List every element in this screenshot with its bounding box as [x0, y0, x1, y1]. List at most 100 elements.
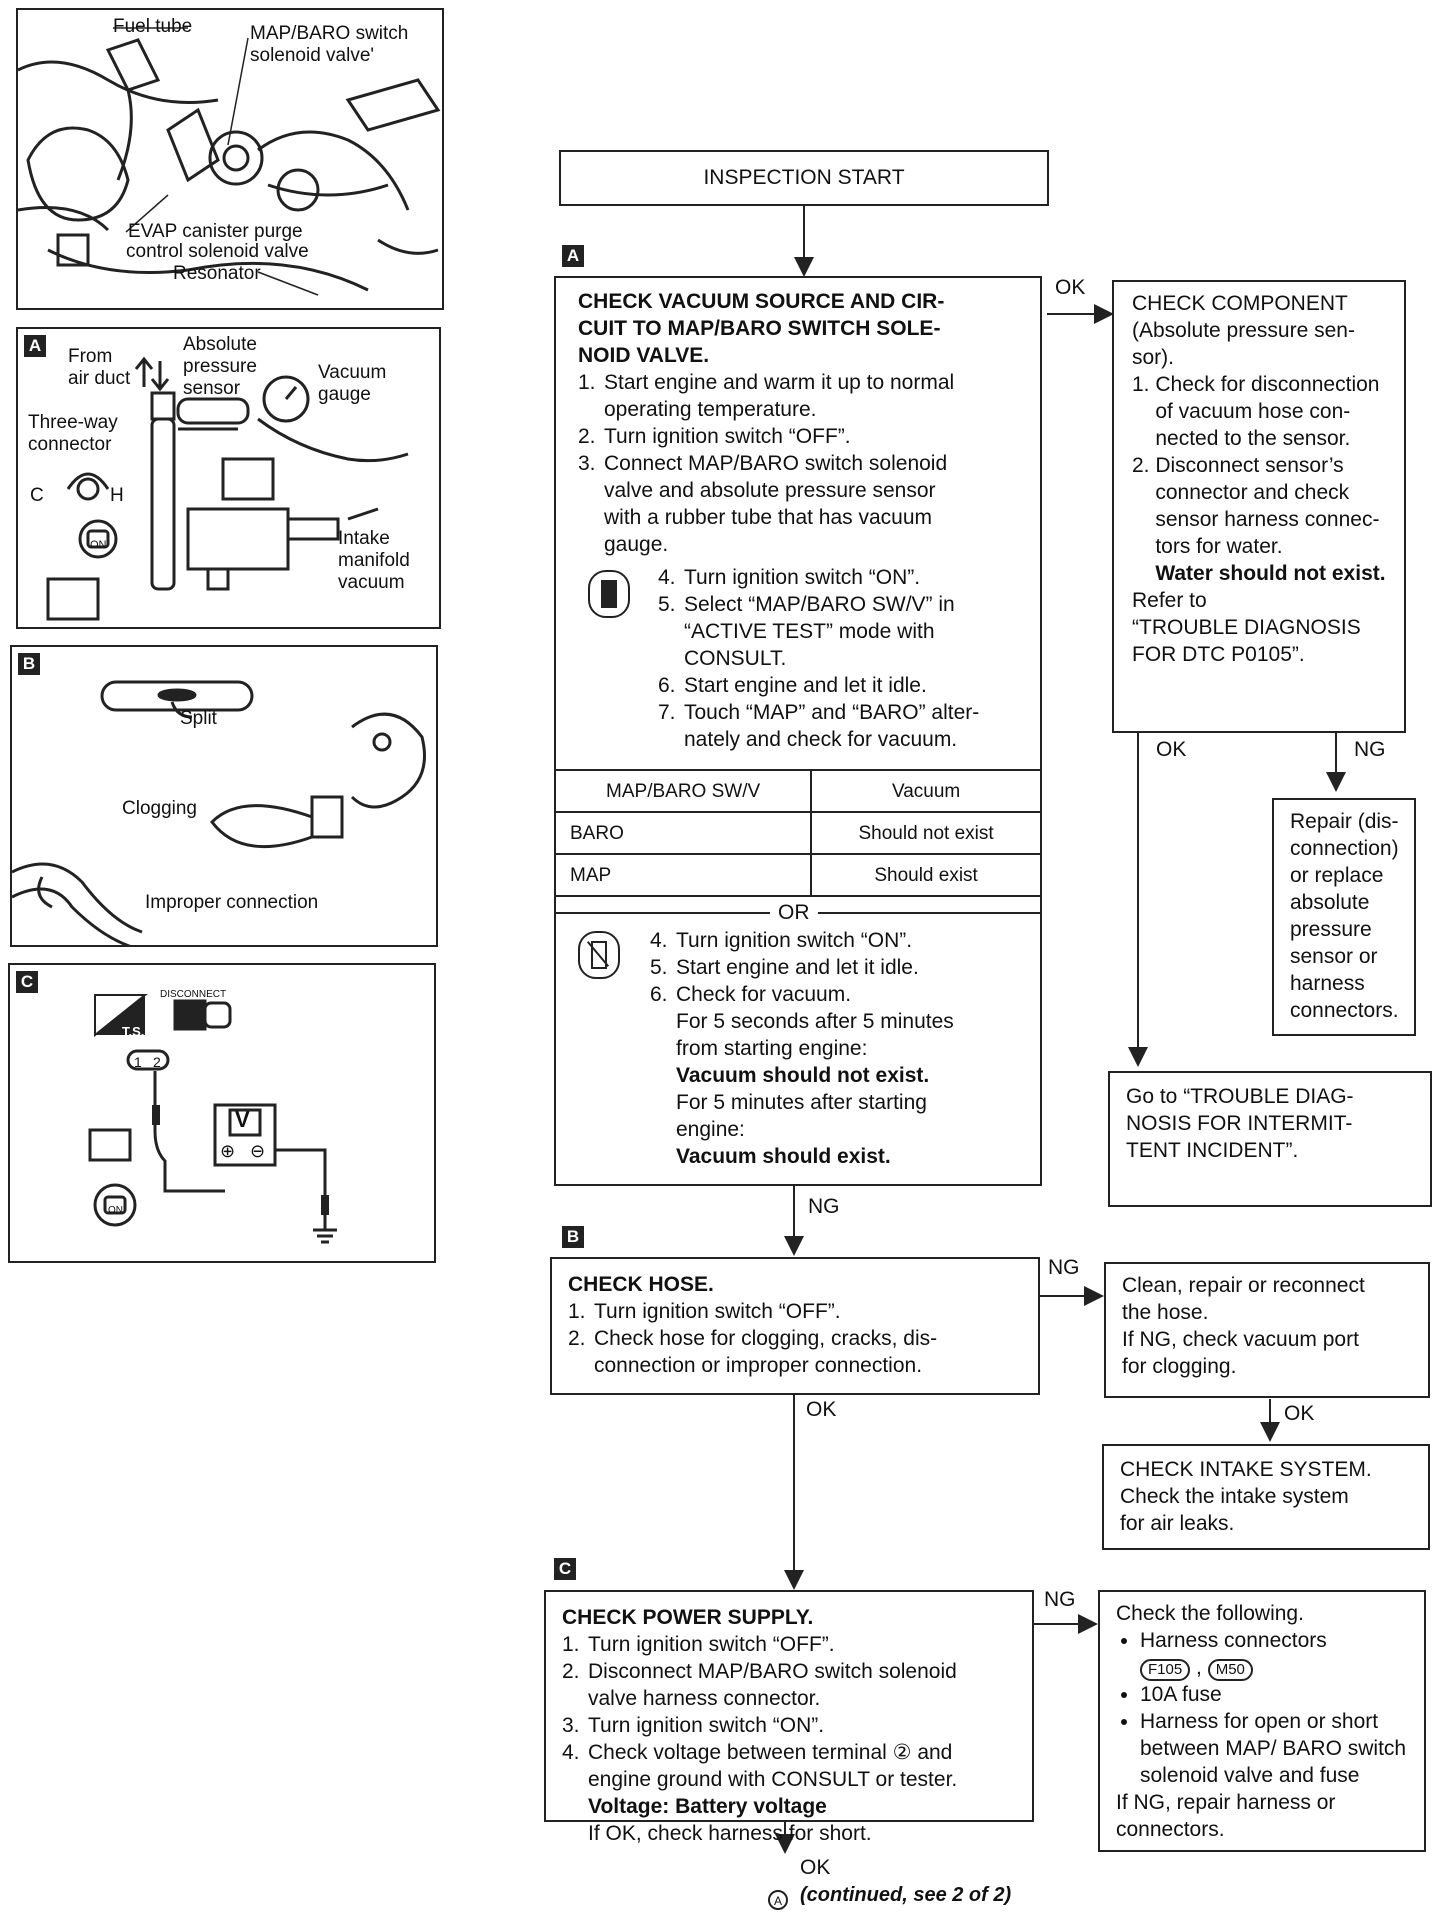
check-vacuum-steps-3: 4.Turn ignition switch “ON”.5.Start engi…: [650, 927, 1040, 1170]
step-number: [568, 1352, 594, 1379]
procedure-step: valve harness connector.: [562, 1685, 1022, 1712]
check-following-footer-2: connectors.: [1116, 1816, 1414, 1843]
ng-label-component: NG: [1354, 738, 1386, 762]
step-number: 4.: [658, 564, 684, 591]
step-number: 6.: [650, 981, 676, 1008]
step-text: engine:: [676, 1116, 745, 1143]
step-number: [650, 1089, 676, 1116]
procedure-step: 7.Touch “MAP” and “BARO” alter-: [658, 699, 1026, 726]
procedure-step: 6.Check for vacuum.: [650, 981, 1040, 1008]
step-text: Touch “MAP” and “BARO” alter-: [684, 699, 979, 726]
procedure-step: with a rubber tube that has vacuum: [578, 504, 1026, 531]
procedure-step: 5.Start engine and let it idle.: [650, 954, 1040, 981]
step-text: For 5 seconds after 5 minutes: [676, 1008, 954, 1035]
procedure-step: 6.Start engine and let it idle.: [658, 672, 1026, 699]
table-row: MAP Should exist: [556, 854, 1040, 896]
procedure-step: from starting engine:: [650, 1035, 1040, 1062]
text-line: Repair (dis-: [1290, 808, 1414, 835]
check-hose-box: CHECK HOSE. 1.Turn ignition switch “OFF”…: [550, 1257, 1040, 1395]
step-text: “ACTIVE TEST” mode with: [684, 618, 935, 645]
step-text: Start engine and let it idle.: [676, 954, 919, 981]
procedure-step: 5.Select “MAP/BARO SW/V” in: [658, 591, 1026, 618]
check-intake-box: CHECK INTAKE SYSTEM.Check the intake sys…: [1102, 1444, 1430, 1550]
or-label: OR: [770, 899, 818, 926]
text-line: Check the intake system: [1120, 1483, 1428, 1510]
step-text: engine ground with CONSULT or tester.: [588, 1766, 957, 1793]
procedure-step: engine:: [650, 1116, 1040, 1143]
map-baro-table-wrap: MAP/BARO SW/V Vacuum BARO Should not exi…: [556, 769, 1040, 897]
table-cell: BARO: [556, 812, 811, 854]
step-number: [562, 1766, 588, 1793]
text-line: NOSIS FOR INTERMIT-: [1126, 1110, 1430, 1137]
check-following-list: Harness connectors F105 , M50 10A fuse H…: [1116, 1627, 1414, 1789]
text-line: sensor harness connec-: [1132, 506, 1394, 533]
table-cell: Should exist: [811, 854, 1040, 896]
step-number: 6.: [658, 672, 684, 699]
continuation-connector: A: [768, 1890, 788, 1910]
check-intake-content: CHECK INTAKE SYSTEM.Check the intake sys…: [1120, 1456, 1428, 1537]
table-header-cell: Vacuum: [811, 771, 1040, 812]
step-number: [578, 504, 604, 531]
procedure-step: 3.Connect MAP/BARO switch solenoid: [578, 450, 1026, 477]
step-text: Turn ignition switch “OFF”.: [594, 1298, 841, 1325]
procedure-step: If OK, check harness for short.: [562, 1820, 1022, 1847]
step-text: CONSULT.: [684, 645, 786, 672]
check-vacuum-title-1: CHECK VACUUM SOURCE AND CIR-: [578, 288, 1026, 315]
text-line: (Absolute pressure sen-: [1132, 317, 1394, 344]
ng-label-a: NG: [808, 1195, 840, 1219]
step-text: Start engine and warm it up to normal: [604, 369, 954, 396]
step-text: Check voltage between terminal ② and: [588, 1739, 952, 1766]
clean-hose-content: Clean, repair or reconnectthe hose.If NG…: [1122, 1272, 1428, 1380]
procedure-step: 3.Turn ignition switch “ON”.: [562, 1712, 1022, 1739]
step-text: from starting engine:: [676, 1035, 867, 1062]
ok-label-component: OK: [1156, 738, 1186, 762]
step-number: [578, 396, 604, 423]
step-text: Check hose for clogging, cracks, dis-: [594, 1325, 937, 1352]
check-vacuum-steps-2: 4.Turn ignition switch “ON”.5.Select “MA…: [658, 564, 1026, 753]
step-text: Turn ignition switch “OFF”.: [588, 1631, 835, 1658]
text-line: for air leaks.: [1120, 1510, 1428, 1537]
ok-label-a: OK: [1055, 276, 1085, 300]
procedure-step: Vacuum should not exist.: [650, 1062, 1040, 1089]
text-line: Refer to: [1132, 587, 1394, 614]
step-text: valve and absolute pressure sensor: [604, 477, 936, 504]
step-number: 1.: [568, 1298, 594, 1325]
step-text: Vacuum should exist.: [676, 1143, 891, 1170]
check-vacuum-title-2: CUIT TO MAP/BARO SWITCH SOLE-: [578, 315, 1026, 342]
procedure-step: nately and check for vacuum.: [658, 726, 1026, 753]
text-line: for clogging.: [1122, 1353, 1428, 1380]
ok-label-b: OK: [806, 1398, 836, 1422]
step-text: Voltage: Battery voltage: [588, 1793, 827, 1820]
step-number: 1.: [578, 369, 604, 396]
step-text: If OK, check harness for short.: [588, 1820, 872, 1847]
non-consult-procedure: 4.Turn ignition switch “ON”.5.Start engi…: [556, 927, 1040, 1170]
step-number: 5.: [658, 591, 684, 618]
step-text: with a rubber tube that has vacuum: [604, 504, 932, 531]
step-number: 3.: [578, 450, 604, 477]
continued-note: (continued, see 2 of 2): [800, 1884, 1011, 1907]
procedure-step: Voltage: Battery voltage: [562, 1793, 1022, 1820]
list-item-text: 10A fuse: [1140, 1683, 1222, 1706]
step-number: 2.: [578, 423, 604, 450]
step-number: 1.: [562, 1631, 588, 1658]
check-following-title: Check the following.: [1116, 1600, 1414, 1627]
table-cell: MAP: [556, 854, 811, 896]
check-hose-title: CHECK HOSE.: [568, 1271, 1028, 1298]
repair-sensor-box: Repair (dis-connection)or replaceabsolut…: [1272, 798, 1416, 1036]
check-following-footer-1: If NG, repair harness or: [1116, 1789, 1414, 1816]
consult-icon: [588, 570, 630, 618]
ok-label-c: OK: [800, 1856, 830, 1880]
text-line: If NG, check vacuum port: [1122, 1326, 1428, 1353]
step-number: 4.: [650, 927, 676, 954]
step-a-tag: A: [562, 245, 584, 267]
step-text: nately and check for vacuum.: [684, 726, 957, 753]
intermittent-incident-box: Go to “TROUBLE DIAG-NOSIS FOR INTERMIT-T…: [1108, 1071, 1432, 1207]
text-line: FOR DTC P0105”.: [1132, 641, 1394, 668]
table-header-row: MAP/BARO SW/V Vacuum: [556, 771, 1040, 812]
table-row: BARO Should not exist: [556, 812, 1040, 854]
procedure-step: 4.Check voltage between terminal ② and: [562, 1739, 1022, 1766]
connector-badge: M50: [1208, 1659, 1253, 1681]
procedure-step: gauge.: [578, 531, 1026, 558]
step-text: Select “MAP/BARO SW/V” in: [684, 591, 955, 618]
step-number: 3.: [562, 1712, 588, 1739]
